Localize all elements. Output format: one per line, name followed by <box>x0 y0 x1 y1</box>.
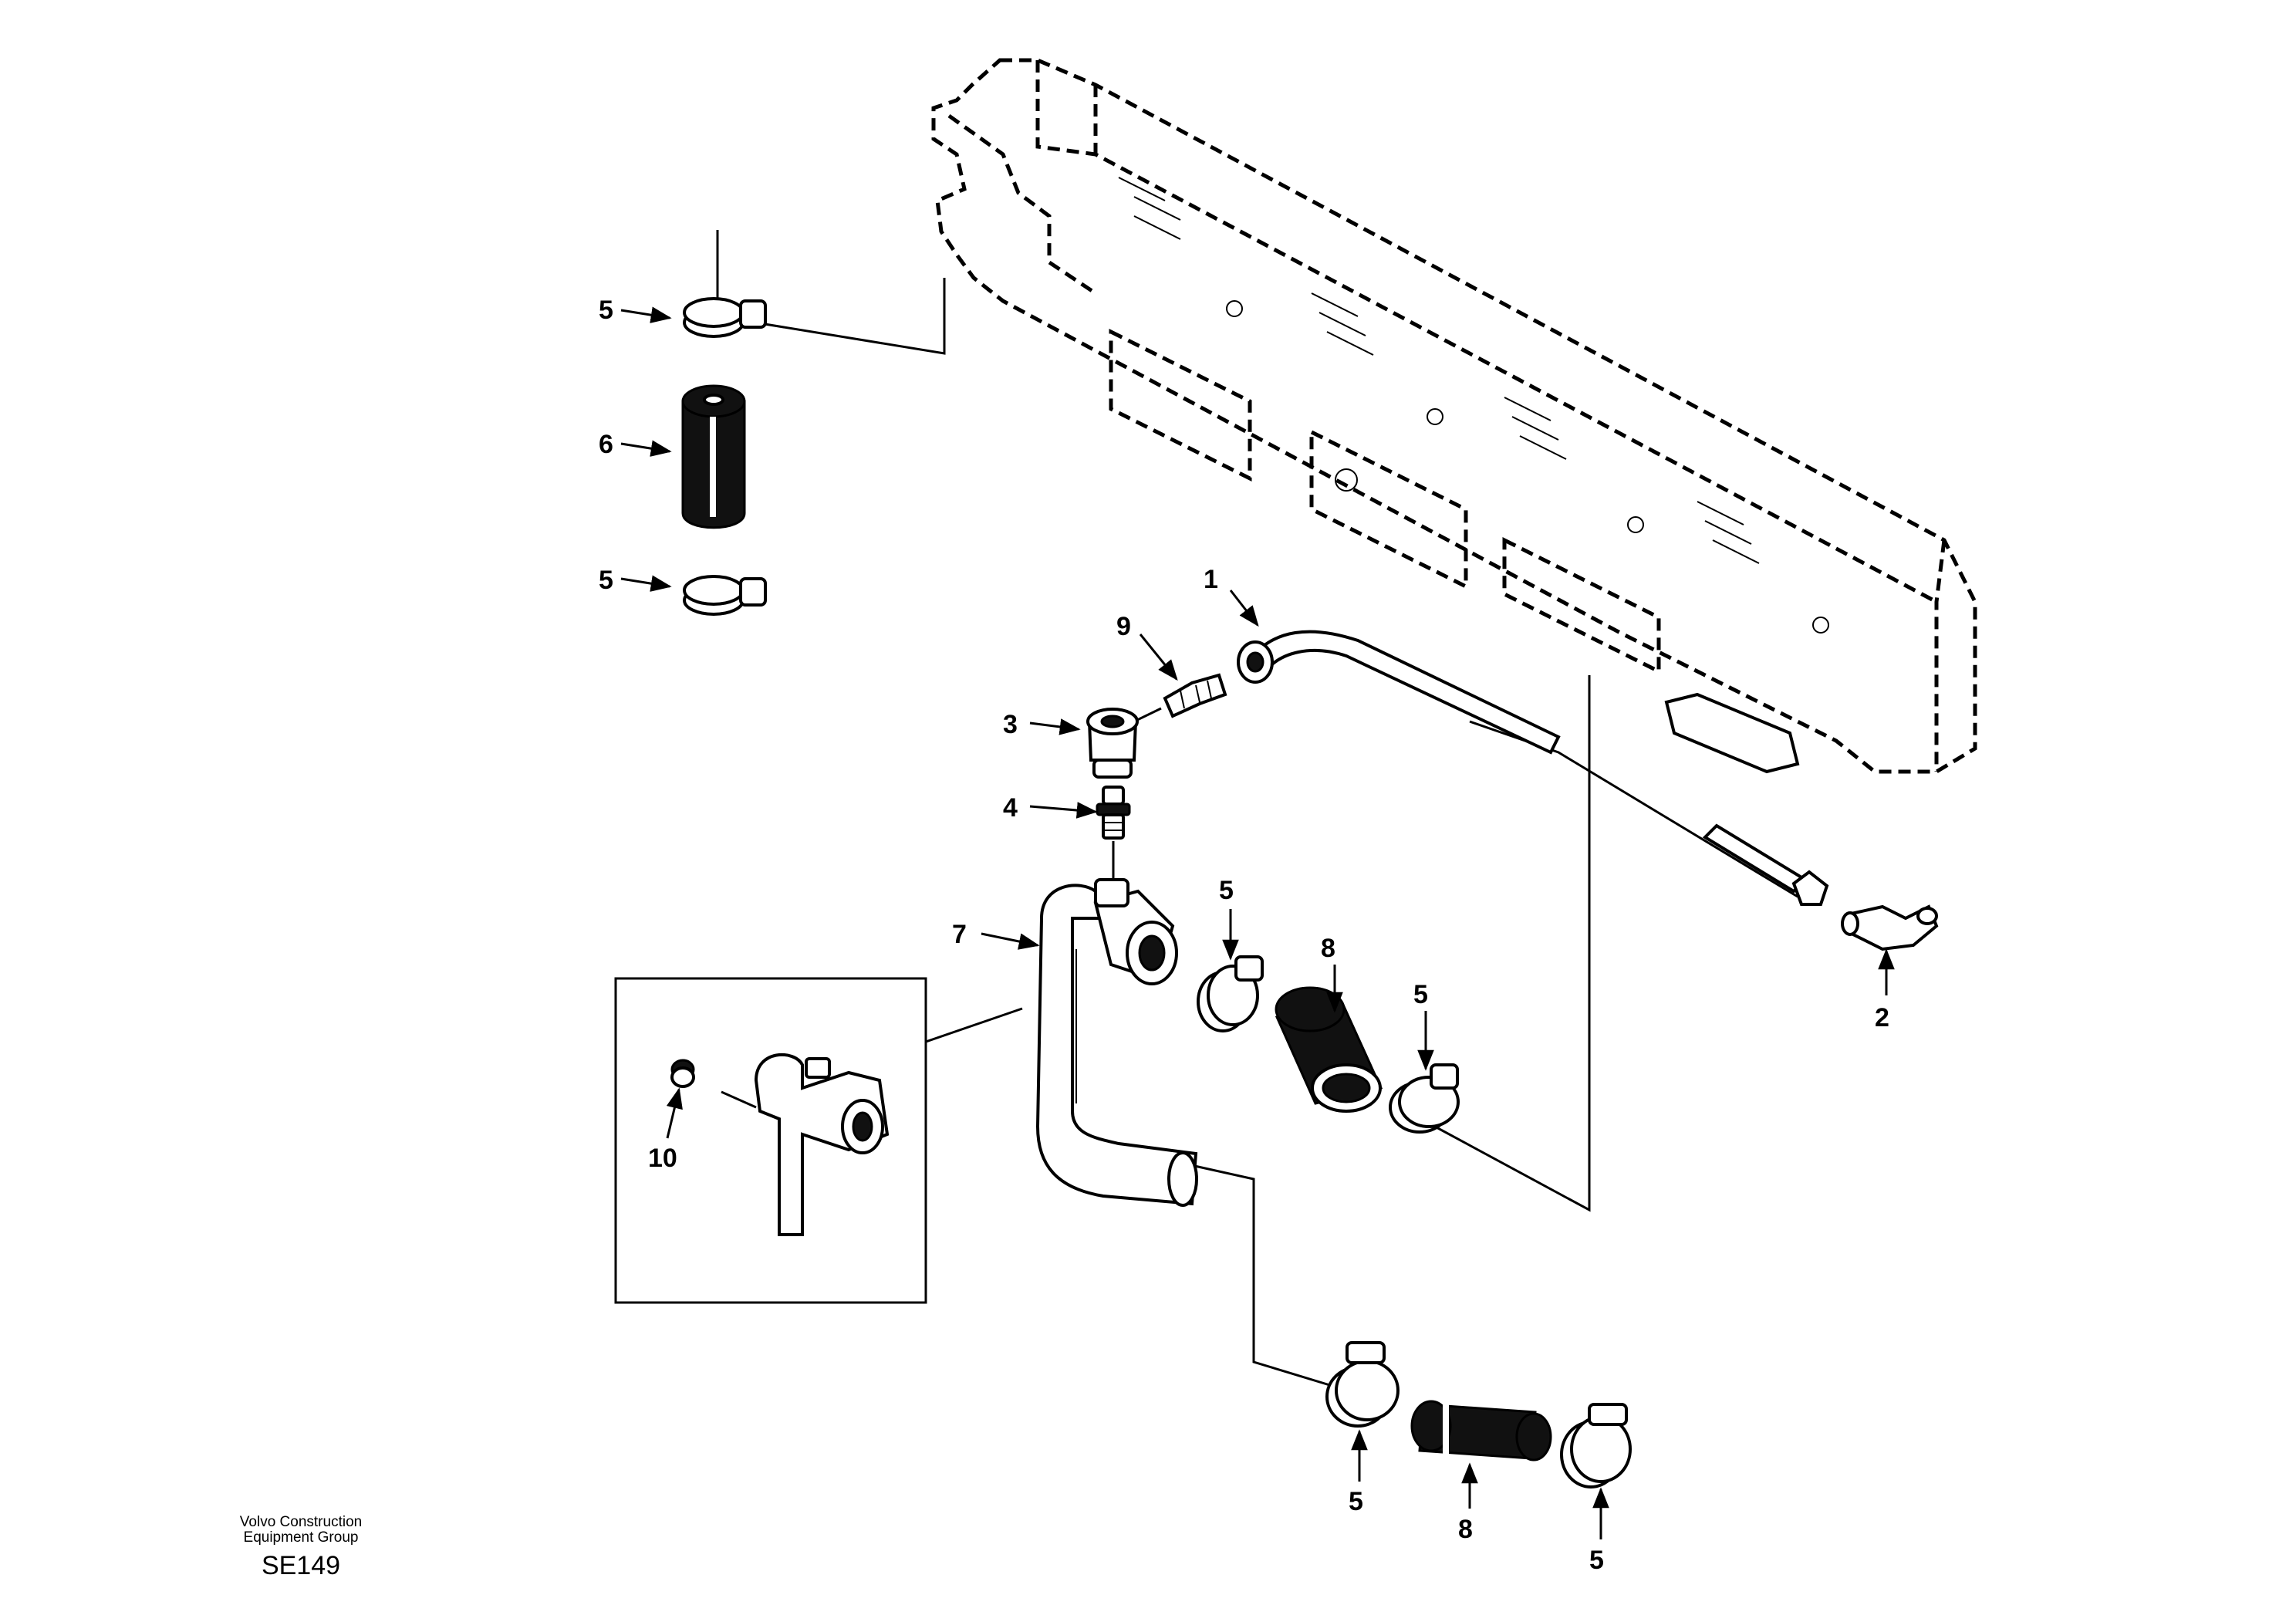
plug-part-10 <box>670 1059 695 1088</box>
callout-6: 6 <box>599 430 613 459</box>
hose-clamp-c <box>1325 1341 1400 1428</box>
callout-4: 4 <box>1003 793 1018 823</box>
callout-7: 7 <box>952 920 967 949</box>
callout-5-c: 5 <box>1349 1487 1363 1516</box>
company-name-line1: Volvo Construction <box>240 1514 362 1530</box>
callout-5-d: 5 <box>1589 1546 1604 1575</box>
hose-part-6 <box>681 384 746 529</box>
drawing-code: SE149 <box>262 1551 340 1580</box>
callout-9: 9 <box>1116 612 1131 641</box>
footer: Volvo Construction Equipment Group SE149 <box>240 1514 362 1580</box>
bolt <box>1702 823 1829 906</box>
callout-2: 2 <box>1875 1003 1889 1032</box>
hose-part-8-upper <box>1275 986 1383 1113</box>
hose-clamp-d <box>1560 1403 1632 1489</box>
elbow-part-2 <box>1841 904 1939 951</box>
pipe-part-1 <box>1237 630 1561 755</box>
company-name-line2: Equipment Group <box>244 1529 359 1546</box>
callout-arrows <box>620 306 1895 1539</box>
assembly-leaders <box>614 230 1798 1391</box>
pipe-part-7 <box>1035 878 1198 1207</box>
hose-clamp-mid <box>683 575 767 616</box>
callout-3: 3 <box>1003 710 1018 739</box>
hose-clamp-top <box>683 297 767 338</box>
engine-block-outline <box>931 58 1977 774</box>
callout-5-a: 5 <box>1219 876 1234 905</box>
hose-clamp-b <box>1389 1063 1460 1134</box>
nipple-part-9 <box>1133 673 1227 723</box>
tee-part-3 <box>1086 708 1139 779</box>
callout-8-a: 8 <box>1321 934 1335 963</box>
callout-5-mid: 5 <box>599 566 613 595</box>
inset-detail <box>721 1053 890 1236</box>
callout-8-b: 8 <box>1458 1515 1473 1544</box>
callout-5-b: 5 <box>1413 980 1428 1009</box>
callout-5-top: 5 <box>599 296 613 325</box>
hose-part-8-lower <box>1410 1400 1552 1461</box>
callout-labels: 1 2 3 4 5 6 5 5 8 5 7 9 10 5 8 5 <box>599 296 1889 1575</box>
callout-10: 10 <box>648 1144 677 1173</box>
callout-1: 1 <box>1204 565 1218 594</box>
fitting-part-4 <box>1096 786 1131 880</box>
hose-clamp-a <box>1197 955 1264 1032</box>
